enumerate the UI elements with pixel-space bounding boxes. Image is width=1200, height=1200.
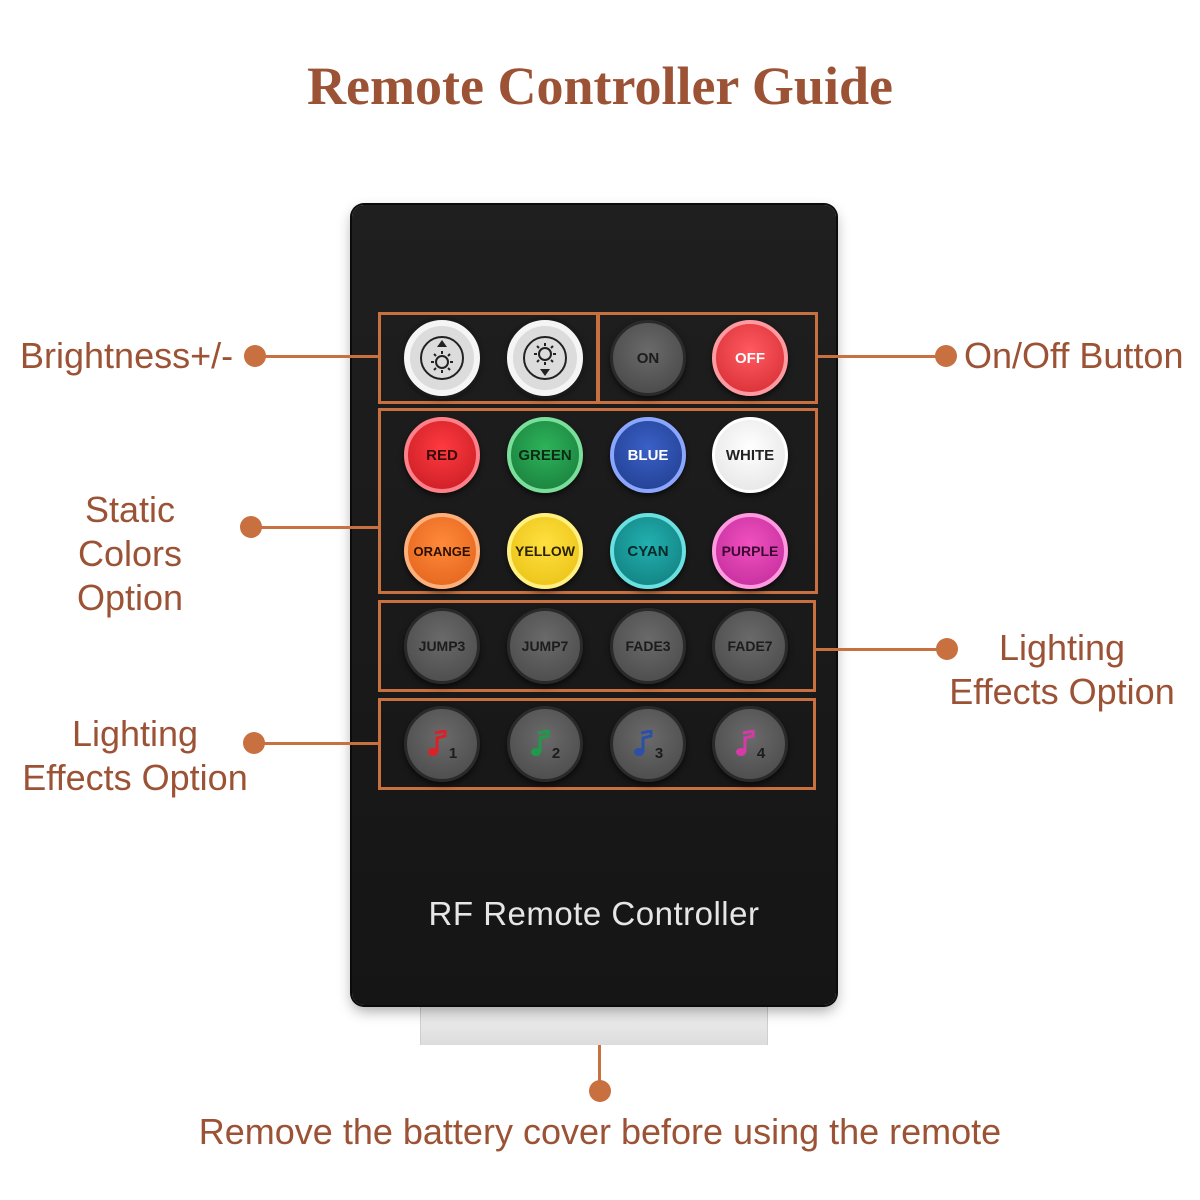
- music3-label: 3: [654, 744, 664, 762]
- blue-label: BLUE: [627, 446, 669, 464]
- purple-button[interactable]: PURPLE: [712, 513, 788, 589]
- music1-label: 1: [448, 744, 458, 762]
- static-annotation-line2: Colors Option: [76, 533, 184, 618]
- effects-right-line1: Lighting: [998, 627, 1126, 668]
- effects-right-pointer-line: [816, 648, 948, 651]
- effects-left-line1: Lighting: [71, 713, 199, 754]
- brightness-down-button[interactable]: [507, 320, 583, 396]
- battery-pointer-line: [598, 1045, 601, 1085]
- orange-button[interactable]: ORANGE: [404, 513, 480, 589]
- fade3-button[interactable]: FADE3: [610, 608, 686, 684]
- music-effects-group-box: [378, 698, 816, 790]
- effects-left-line2: Effects Option: [22, 757, 248, 798]
- jump3-button[interactable]: JUMP3: [404, 608, 480, 684]
- yellow-label: YELLOW: [515, 543, 575, 559]
- yellow-button[interactable]: YELLOW: [507, 513, 583, 589]
- brightness-up-icon: [420, 336, 464, 380]
- brightness-annotation: Brightness+/-: [20, 335, 234, 376]
- music3-button[interactable]: 3: [610, 706, 686, 782]
- battery-pointer-dot: [589, 1080, 611, 1102]
- orange-label: ORANGE: [413, 543, 471, 559]
- music-note-blue-icon: [633, 730, 653, 756]
- jump3-label: JUMP3: [418, 638, 466, 654]
- brightness-pointer-line: [255, 355, 378, 358]
- effects-left-pointer-line: [254, 742, 378, 745]
- static-annotation-line1: Static: [84, 489, 176, 530]
- green-button[interactable]: GREEN: [507, 417, 583, 493]
- off-label: OFF: [735, 349, 765, 367]
- battery-cover: [420, 1003, 768, 1045]
- on-label: ON: [636, 349, 660, 367]
- onoff-pointer-line: [818, 355, 946, 358]
- effects-right-line2: Effects Option: [949, 671, 1175, 712]
- brightness-up-button[interactable]: [404, 320, 480, 396]
- static-pointer-line: [251, 526, 378, 529]
- cyan-button[interactable]: CYAN: [610, 513, 686, 589]
- off-button[interactable]: OFF: [712, 320, 788, 396]
- music1-button[interactable]: 1: [404, 706, 480, 782]
- onoff-group-box: [596, 312, 818, 404]
- jump7-button[interactable]: JUMP7: [507, 608, 583, 684]
- onoff-pointer-dot: [935, 345, 957, 367]
- on-button[interactable]: ON: [610, 320, 686, 396]
- fade3-label: FADE3: [625, 638, 671, 654]
- brightness-down-icon: [523, 336, 567, 380]
- effects-right-pointer-dot: [936, 638, 958, 660]
- music2-label: 2: [551, 744, 561, 762]
- battery-annotation: Remove the battery cover before using th…: [198, 1111, 1002, 1152]
- static-colors-group-box: [378, 408, 818, 594]
- effects-left-annotation: Lighting Effects Option: [20, 712, 250, 800]
- white-button[interactable]: WHITE: [712, 417, 788, 493]
- fade7-label: FADE7: [727, 638, 773, 654]
- white-label: WHITE: [725, 446, 775, 464]
- remote-label: RF Remote Controller: [428, 895, 760, 932]
- fade7-button[interactable]: FADE7: [712, 608, 788, 684]
- static-colors-annotation: Static Colors Option: [20, 488, 240, 620]
- music-note-red-icon: [427, 730, 447, 756]
- music-note-green-icon: [530, 730, 550, 756]
- music4-button[interactable]: 4: [712, 706, 788, 782]
- purple-label: PURPLE: [721, 543, 779, 559]
- music2-button[interactable]: 2: [507, 706, 583, 782]
- red-label: RED: [426, 446, 458, 464]
- cyan-label: CYAN: [627, 542, 669, 560]
- red-button[interactable]: RED: [404, 417, 480, 493]
- effects-right-annotation: Lighting Effects Option: [946, 626, 1178, 714]
- onoff-annotation: On/Off Button: [964, 335, 1184, 376]
- music-note-purple-icon: [735, 730, 755, 756]
- page-title: Remote Controller Guide: [307, 56, 893, 116]
- music4-label: 4: [756, 744, 766, 762]
- flash-effects-group-box: [378, 600, 816, 692]
- blue-button[interactable]: BLUE: [610, 417, 686, 493]
- green-label: GREEN: [518, 446, 572, 464]
- jump7-label: JUMP7: [521, 638, 569, 654]
